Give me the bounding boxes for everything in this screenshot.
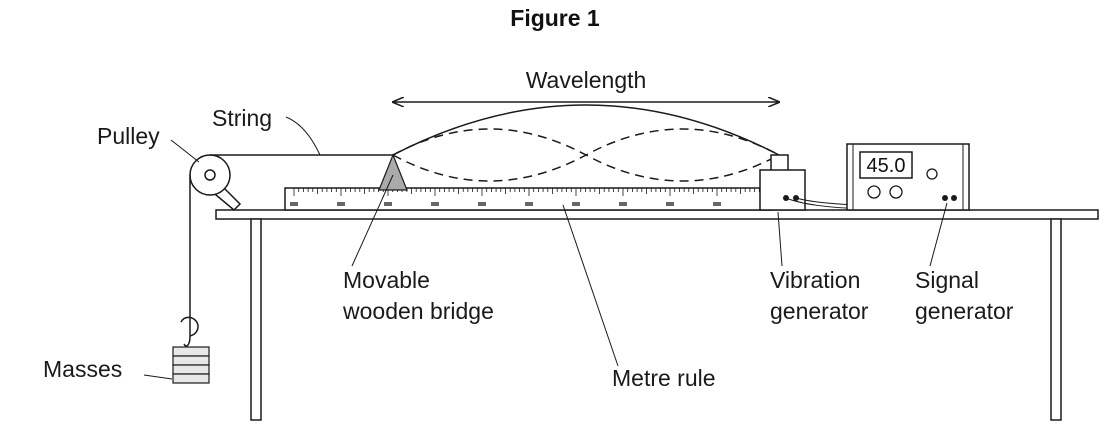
signal-generator-label-line1: Signal	[915, 267, 979, 293]
signal-generator-socket	[867, 185, 881, 199]
string-leader	[285, 116, 321, 156]
bridge-leader	[351, 174, 394, 267]
wavelength-label: Wavelength	[526, 67, 647, 93]
bridge-label-line2: wooden bridge	[342, 298, 494, 324]
rule-number-mark	[478, 202, 486, 206]
metre-rule-label: Metre rule	[612, 365, 716, 391]
rule-number-mark	[337, 202, 345, 206]
rule-number-mark	[290, 202, 298, 206]
metre-rule-leader	[562, 204, 619, 367]
bridge-label-line1: Movable	[343, 267, 430, 293]
signal-generator-label-line2: generator	[915, 298, 1014, 324]
rule-number-mark	[713, 202, 721, 206]
wooden-bridge	[378, 153, 408, 191]
pulley	[189, 154, 242, 212]
rule-number-mark	[525, 202, 533, 206]
vibration-generator-leader	[777, 211, 783, 267]
vibration-generator-label-line2: generator	[770, 298, 869, 324]
vibration-generator-label-line1: Vibration	[770, 267, 860, 293]
signal-generator-socket	[889, 185, 903, 199]
pulley-leader	[170, 139, 200, 163]
masses	[172, 316, 210, 384]
signal-generator-leader	[929, 202, 948, 267]
masses-label: Masses	[43, 356, 122, 382]
rule-number-mark	[431, 202, 439, 206]
signal-generator: 45.0	[846, 143, 970, 211]
rule-number-mark	[572, 202, 580, 206]
rule-number-mark	[666, 202, 674, 206]
metre-rule	[284, 187, 773, 211]
rule-number-mark	[619, 202, 627, 206]
signal-generator-display: 45.0	[867, 155, 906, 177]
string-label: String	[212, 105, 272, 131]
signal-generator-knob	[926, 168, 938, 180]
figure-title: Figure 1	[510, 5, 600, 31]
masses-leader	[143, 374, 173, 380]
rule-number-mark	[384, 202, 392, 206]
pulley-label: Pulley	[97, 123, 160, 149]
